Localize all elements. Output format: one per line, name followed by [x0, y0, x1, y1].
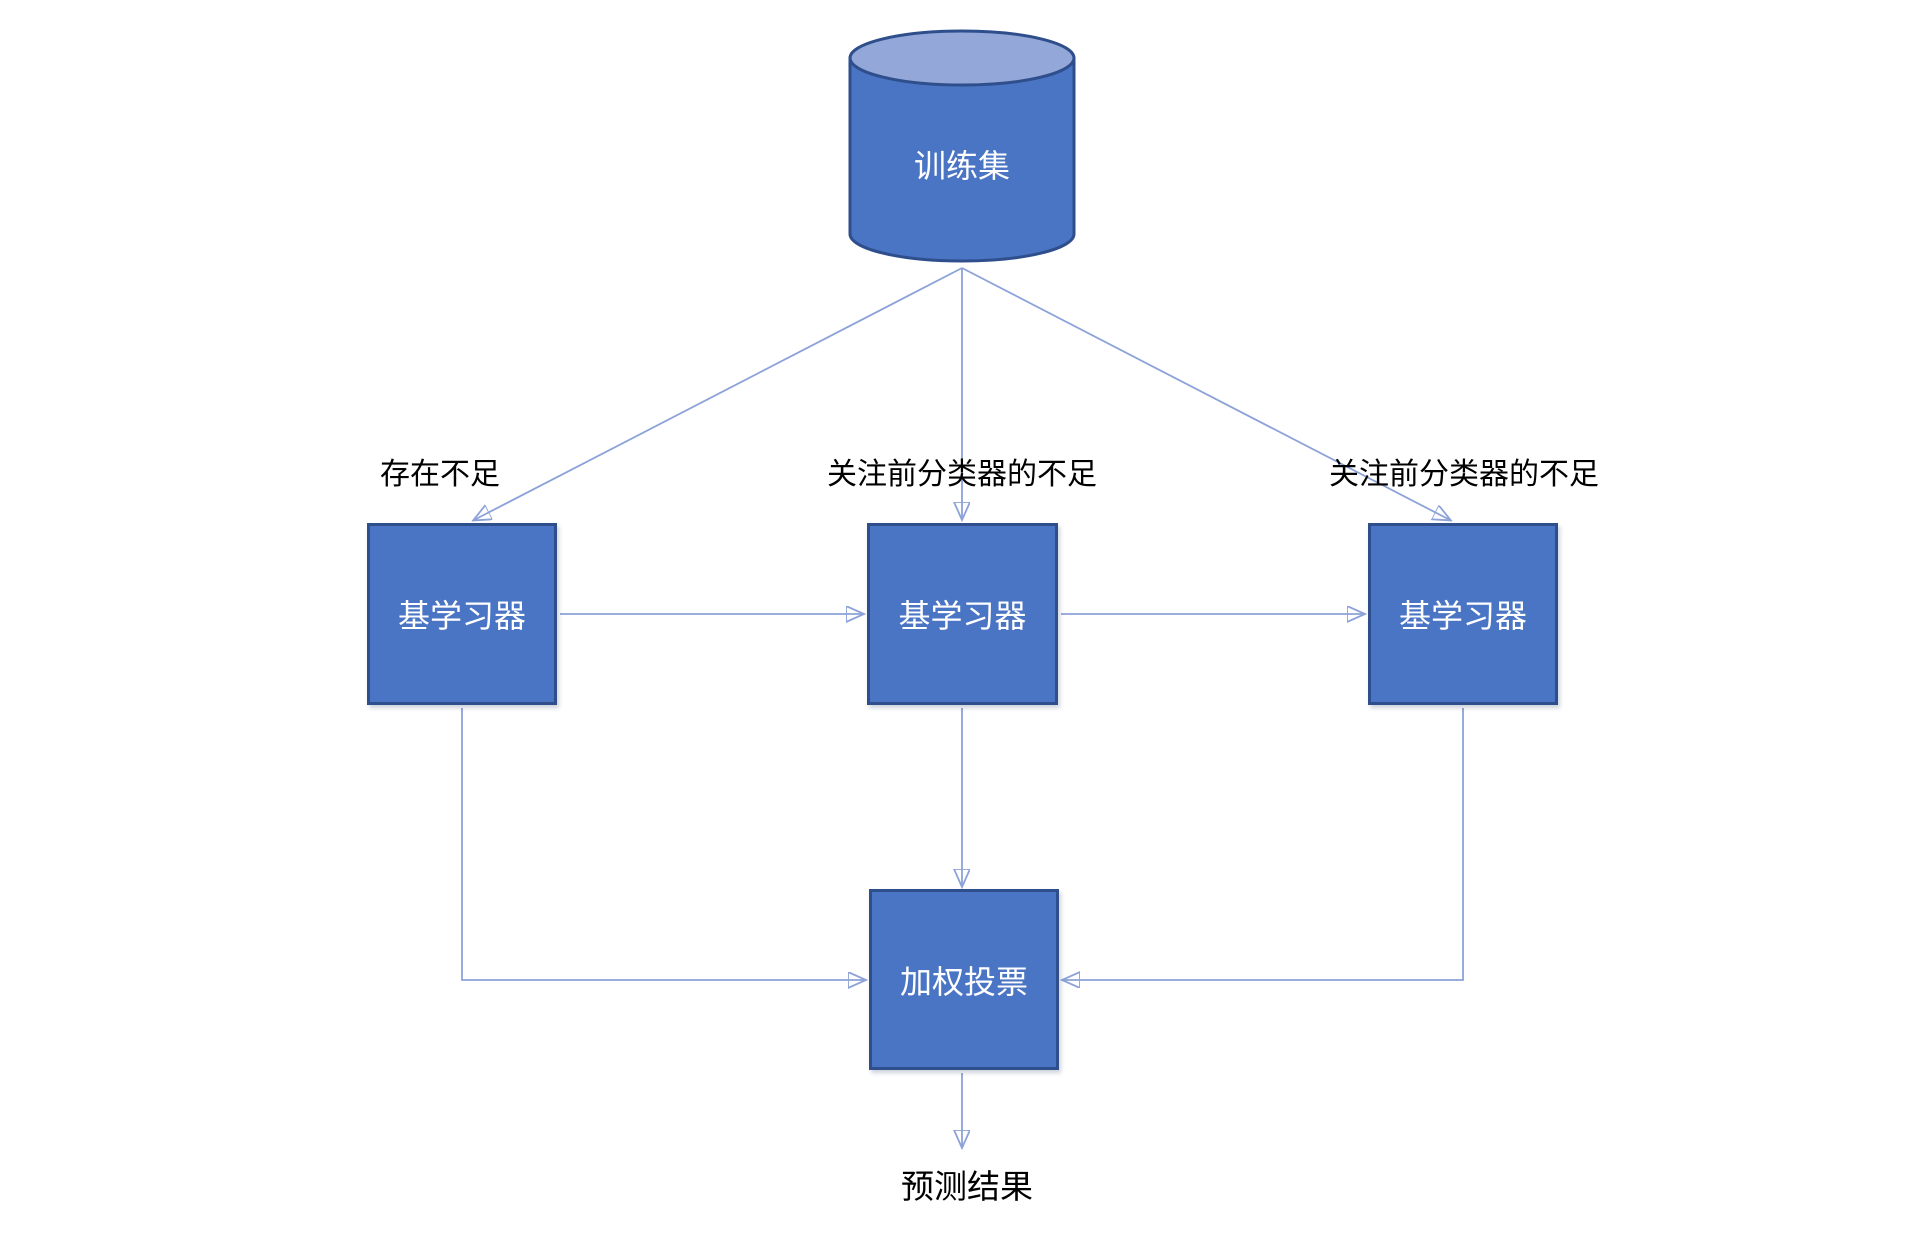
base-learner-1-label: 基学习器 [397, 598, 526, 634]
annotation-deficiency: 存在不足 [380, 458, 500, 491]
node-training-set: 训练集 [847, 28, 1077, 266]
node-weighted-voting: 加权投票 [869, 889, 1059, 1070]
node-base-learner-2: 基学习器 [867, 523, 1058, 705]
node-base-learner-1: 基学习器 [367, 523, 557, 705]
annotation-focus-prev-classifier-2: 关注前分类器的不足 [1329, 458, 1599, 491]
cylinder-icon [848, 29, 1076, 263]
weighted-voting-label: 加权投票 [899, 963, 1028, 1000]
base-learner-2-label: 基学习器 [898, 598, 1027, 634]
node-base-learner-3: 基学习器 [1368, 523, 1558, 705]
edge-right-learner-to-voting [1063, 708, 1464, 980]
base-learner-3-label: 基学习器 [1398, 598, 1527, 634]
edge-left-learner-to-voting [461, 708, 865, 980]
training-set-label: 训练集 [913, 148, 1010, 184]
prediction-result-label: 预测结果 [901, 1168, 1033, 1205]
annotation-focus-prev-classifier-1: 关注前分类器的不足 [827, 458, 1097, 491]
